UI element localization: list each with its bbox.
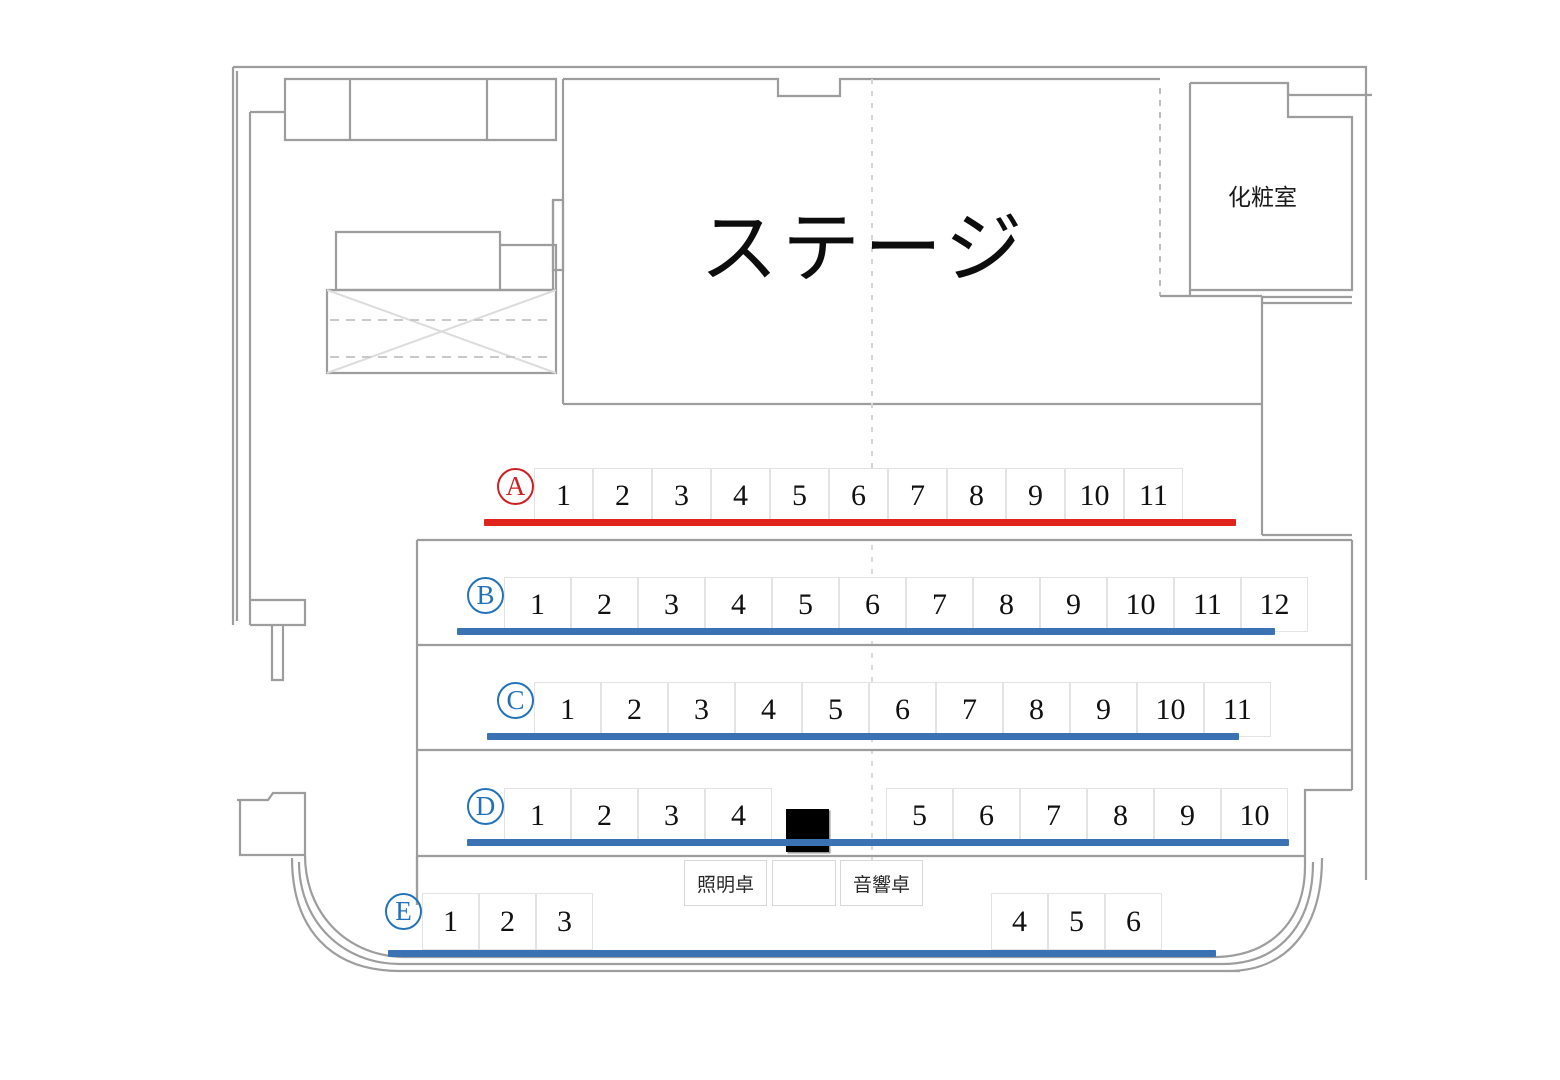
lighting-console-box: 照明卓 — [684, 860, 767, 906]
seat-e-3[interactable]: 3 — [536, 893, 593, 950]
row-badge-a: A — [497, 468, 534, 505]
row-badge-d: D — [467, 788, 504, 825]
seat-b-8[interactable]: 8 — [973, 577, 1040, 632]
seat-c-2[interactable]: 2 — [601, 682, 668, 737]
seat-e-2[interactable]: 2 — [479, 893, 536, 950]
row-badge-e: E — [385, 893, 422, 930]
seat-d-2[interactable]: 2 — [571, 788, 638, 843]
seat-a-1[interactable]: 1 — [534, 468, 593, 523]
seat-a-3[interactable]: 3 — [652, 468, 711, 523]
seat-b-5[interactable]: 5 — [772, 577, 839, 632]
row-b-accent-bar — [457, 628, 1275, 635]
seat-b-3[interactable]: 3 — [638, 577, 705, 632]
seat-e-1[interactable]: 1 — [422, 893, 479, 950]
seat-c-4[interactable]: 4 — [735, 682, 802, 737]
seat-d-6[interactable]: 6 — [953, 788, 1020, 843]
seat-d-9[interactable]: 9 — [1154, 788, 1221, 843]
seat-b-4[interactable]: 4 — [705, 577, 772, 632]
seat-d-1[interactable]: 1 — [504, 788, 571, 843]
seat-c-6[interactable]: 6 — [869, 682, 936, 737]
seat-e-5[interactable]: 5 — [1048, 893, 1105, 950]
seat-a-8[interactable]: 8 — [947, 468, 1006, 523]
seat-d-4[interactable]: 4 — [705, 788, 772, 843]
seat-d-3[interactable]: 3 — [638, 788, 705, 843]
seat-c-10[interactable]: 10 — [1137, 682, 1204, 737]
seat-a-5[interactable]: 5 — [770, 468, 829, 523]
stage-label: ステージ — [700, 204, 1027, 294]
seat-a-11[interactable]: 11 — [1124, 468, 1183, 523]
seat-e-6[interactable]: 6 — [1105, 893, 1162, 950]
seat-b-11[interactable]: 11 — [1174, 577, 1241, 632]
seat-c-3[interactable]: 3 — [668, 682, 735, 737]
seat-b-10[interactable]: 10 — [1107, 577, 1174, 632]
aisle-gap-e-centre — [593, 893, 991, 950]
seat-c-9[interactable]: 9 — [1070, 682, 1137, 737]
seat-d-10[interactable]: 10 — [1221, 788, 1288, 843]
seat-a-10[interactable]: 10 — [1065, 468, 1124, 523]
row-a-accent-bar — [484, 519, 1236, 526]
seat-b-7[interactable]: 7 — [906, 577, 973, 632]
seat-b-1[interactable]: 1 — [504, 577, 571, 632]
seat-b-12[interactable]: 12 — [1241, 577, 1308, 632]
seat-c-1[interactable]: 1 — [534, 682, 601, 737]
row-d-accent-bar — [467, 839, 1289, 846]
middle-console-box — [772, 860, 836, 906]
seat-c-7[interactable]: 7 — [936, 682, 1003, 737]
row-e-accent-bar — [388, 950, 1216, 957]
seat-b-6[interactable]: 6 — [839, 577, 906, 632]
seat-d-5[interactable]: 5 — [886, 788, 953, 843]
seat-c-8[interactable]: 8 — [1003, 682, 1070, 737]
seat-a-9[interactable]: 9 — [1006, 468, 1065, 523]
seat-b-9[interactable]: 9 — [1040, 577, 1107, 632]
row-c-accent-bar — [487, 733, 1239, 740]
seat-d-7[interactable]: 7 — [1020, 788, 1087, 843]
seat-b-2[interactable]: 2 — [571, 577, 638, 632]
lighting-console-label: 照明卓 — [696, 873, 754, 896]
seat-a-4[interactable]: 4 — [711, 468, 770, 523]
seat-a-6[interactable]: 6 — [829, 468, 888, 523]
dressing-room-label: 化粧室 — [1228, 185, 1297, 211]
seat-e-4[interactable]: 4 — [991, 893, 1048, 950]
row-badge-b: B — [467, 577, 504, 614]
sound-console-label: 音響卓 — [852, 873, 910, 896]
row-badge-c: C — [497, 682, 534, 719]
seat-a-7[interactable]: 7 — [888, 468, 947, 523]
seat-c-5[interactable]: 5 — [802, 682, 869, 737]
seat-c-11[interactable]: 11 — [1204, 682, 1271, 737]
seat-a-2[interactable]: 2 — [593, 468, 652, 523]
sound-console-box: 音響卓 — [840, 860, 923, 906]
seat-d-8[interactable]: 8 — [1087, 788, 1154, 843]
